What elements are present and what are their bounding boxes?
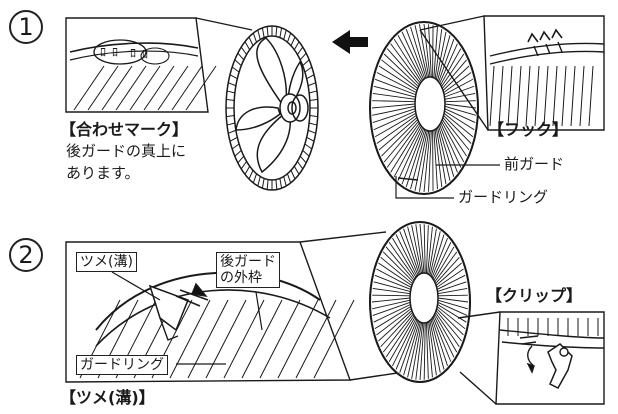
front-guard <box>369 21 479 195</box>
alignment-mark-desc-line2: あります。 <box>66 164 140 182</box>
hook-title: 【フック】 <box>488 120 569 139</box>
alignment-mark-detail-inset: ﾛ ﾛ ﾛ ﾛ <box>65 17 253 113</box>
alignment-mark-desc-line1: 後ガードの真上に <box>66 142 187 160</box>
guard-ring-label-step1: ガードリング <box>458 188 549 206</box>
step-1-number: 1 <box>9 10 43 44</box>
alignment-mark-title: 【合わせマーク】 <box>60 120 189 139</box>
svg-text:ﾛ: ﾛ <box>130 46 136 60</box>
front-guard-step2 <box>369 221 471 383</box>
step-2-number: 2 <box>9 238 43 272</box>
hook-detail-inset <box>419 15 605 131</box>
guard-ring-callout: ガードリング <box>76 355 168 376</box>
svg-text:ﾛ: ﾛ <box>112 45 118 59</box>
tab-groove-callout: ツメ(溝) <box>76 252 137 273</box>
install-direction-arrow <box>332 30 368 54</box>
step2-leader-lines <box>111 271 263 365</box>
rear-guard-frame-line2: の外枠 <box>220 270 262 287</box>
front-guard-label: 前ガード <box>504 155 565 173</box>
svg-text:ﾛ: ﾛ <box>100 45 106 59</box>
clip-detail-inset <box>457 311 605 405</box>
rear-guard-frame-line1: 後ガード <box>220 254 276 270</box>
clip-title: 【クリップ】 <box>486 286 583 305</box>
step-1-number-text: 1 <box>18 13 34 41</box>
svg-text:ﾛ: ﾛ <box>142 47 148 61</box>
rear-guard-frame-callout: 後ガード の外枠 <box>216 252 280 289</box>
step-2-number-text: 2 <box>18 241 34 269</box>
step1-leader-lines <box>395 164 500 199</box>
tab-groove-title: 【ツメ(溝)】 <box>60 388 155 407</box>
rear-guard-with-fan-blades <box>225 25 319 191</box>
